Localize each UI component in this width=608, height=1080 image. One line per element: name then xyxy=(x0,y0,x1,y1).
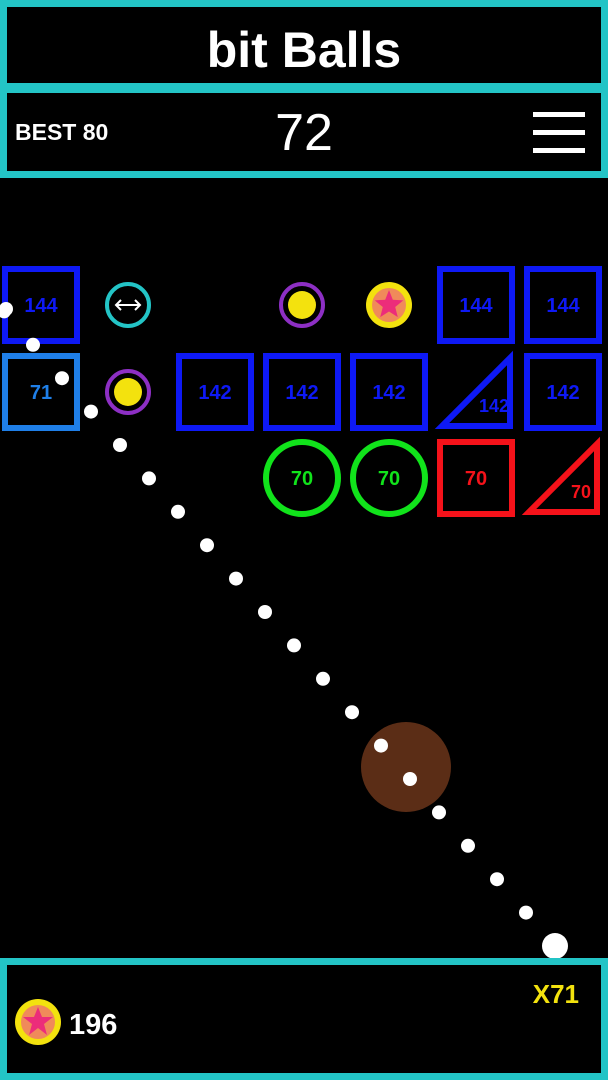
board-cell-square: 144 xyxy=(437,266,515,344)
square-brick xyxy=(437,439,515,517)
aim-dot xyxy=(287,638,301,653)
aim-dot xyxy=(461,838,475,853)
brick-hit-count: 144 xyxy=(459,295,493,317)
aim-dot xyxy=(374,738,388,753)
brick-hit-count: 142 xyxy=(546,382,579,404)
brick-hit-count: 142 xyxy=(198,382,231,404)
aim-trajectory-overlay xyxy=(374,738,417,786)
triangle-brick xyxy=(434,350,513,429)
extra-ball-ring xyxy=(279,282,325,328)
brick-hit-count: 144 xyxy=(24,295,58,317)
current-score: 72 xyxy=(275,104,333,162)
aim-dot xyxy=(113,438,127,452)
brick-hit-count: 142 xyxy=(479,396,509,416)
brick-hit-count: 70 xyxy=(465,468,487,490)
brick-layer: 144 144 144 71 142 142 142 142 142 70 70 70 70 xyxy=(2,266,602,517)
board-cell-square: 144 xyxy=(2,266,80,344)
aim-dot xyxy=(258,605,272,619)
footer-bar: 196 X71 xyxy=(0,958,608,1080)
hamburger-menu-icon[interactable] xyxy=(533,112,585,154)
extra-ball-icon xyxy=(114,378,142,406)
aim-dot xyxy=(200,538,214,553)
player-ball xyxy=(542,933,568,958)
aim-dot xyxy=(84,404,98,419)
board-cell-square: 71 xyxy=(2,353,80,431)
best-score: BEST 80 xyxy=(15,119,109,145)
square-brick xyxy=(176,353,254,431)
square-brick xyxy=(524,266,602,344)
brick-hit-count: 142 xyxy=(285,382,318,404)
launcher-touch-area[interactable] xyxy=(361,722,451,812)
board-cell-circle: 70 xyxy=(263,439,341,517)
board-cell-square: 142 xyxy=(176,353,254,431)
star-icon xyxy=(374,290,404,318)
board-cell-circle: 70 xyxy=(350,439,428,517)
aim-trajectory xyxy=(0,302,533,920)
board-cell-square: 70 xyxy=(437,439,515,517)
brick-hit-count: 70 xyxy=(378,468,400,490)
game-title: bit Balls xyxy=(206,22,402,78)
square-brick xyxy=(350,353,428,431)
title-bar: bit Balls xyxy=(0,0,608,90)
star-coin-icon xyxy=(15,999,61,1045)
aim-dot xyxy=(519,905,533,920)
square-brick xyxy=(2,353,80,431)
board-cell-triangle: 142 xyxy=(434,350,513,429)
square-brick xyxy=(524,353,602,431)
board-cell-extra-ball xyxy=(105,369,151,415)
board-cell-square: 142 xyxy=(524,353,602,431)
aim-dot xyxy=(142,471,156,486)
board-cell-square: 142 xyxy=(263,353,341,431)
circle-brick xyxy=(350,439,428,517)
aim-dot xyxy=(0,302,13,316)
widen-arrows-icon xyxy=(114,299,142,311)
board-cell-square: 144 xyxy=(524,266,602,344)
board-cell-triangle: 70 xyxy=(521,436,600,515)
aim-dot xyxy=(55,371,69,386)
aim-dot xyxy=(229,571,243,586)
aim-dot xyxy=(171,504,185,519)
aim-dot xyxy=(345,705,359,720)
aim-dot xyxy=(432,805,446,820)
board-cell-powerup xyxy=(105,282,151,328)
brick-hit-count: 144 xyxy=(546,295,580,317)
board-cell-extra-ball xyxy=(279,282,325,328)
circle-brick xyxy=(263,439,341,517)
aim-dot xyxy=(316,671,330,686)
triangle-brick xyxy=(521,436,600,515)
square-brick xyxy=(263,353,341,431)
board-cell-square: 142 xyxy=(350,353,428,431)
aim-dot xyxy=(403,772,417,786)
coin-count: 196 xyxy=(69,1009,118,1041)
score-bar: BEST 80 72 xyxy=(0,86,608,178)
aim-dot xyxy=(490,872,504,887)
board-cell-star-coin xyxy=(366,282,412,328)
brick-hit-count: 142 xyxy=(372,382,405,404)
powerup-ring xyxy=(105,282,151,328)
extra-ball-icon xyxy=(288,291,316,319)
aim-dot xyxy=(26,337,40,352)
brick-hit-count: 70 xyxy=(291,468,313,490)
game-board[interactable]: 144 144 144 71 142 142 142 142 142 70 70 70 70 xyxy=(0,178,608,958)
ball-multiplier: X71 xyxy=(532,979,579,1009)
brick-hit-count: 71 xyxy=(30,382,52,404)
square-brick xyxy=(437,266,515,344)
brick-hit-count: 70 xyxy=(571,482,591,502)
extra-ball-ring xyxy=(105,369,151,415)
